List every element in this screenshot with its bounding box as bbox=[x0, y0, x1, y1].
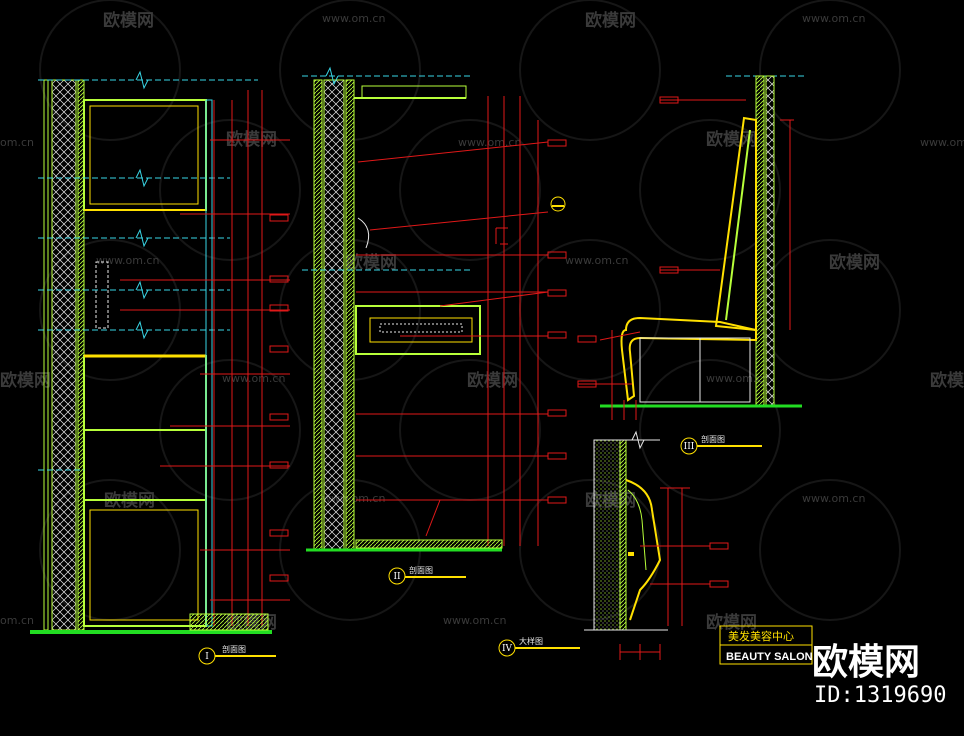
cabinet-upper-inner bbox=[89, 105, 199, 205]
break-mark bbox=[325, 66, 339, 86]
watermark-url: www.om.cn bbox=[802, 12, 865, 25]
cabinet-box-inner bbox=[369, 317, 473, 343]
wall-finish bbox=[619, 439, 627, 631]
watermark-brand: 欧模网 bbox=[829, 252, 880, 273]
watermark-brand: 欧模网 bbox=[706, 612, 757, 633]
sofa-base-right bbox=[699, 337, 751, 403]
wall-outer-line bbox=[43, 79, 49, 631]
brand-id: ID:1319690 bbox=[814, 683, 946, 708]
wall-hatch bbox=[755, 75, 765, 407]
watermark-url: www.om.cn bbox=[458, 136, 521, 149]
section-3-drawing: III 剖面图 bbox=[577, 75, 806, 455]
watermark-brand: 欧模网 bbox=[585, 10, 636, 31]
title-block-name-en: BEAUTY SALON bbox=[726, 651, 813, 663]
cabinet-lower-inner bbox=[89, 509, 199, 621]
watermark-circle bbox=[519, 0, 661, 141]
fixing-block bbox=[628, 552, 634, 556]
watermark-circle bbox=[399, 119, 541, 261]
ceiling-box bbox=[361, 85, 467, 99]
section-2-caption: 剖面图 bbox=[409, 565, 433, 575]
watermark-circle bbox=[39, 0, 181, 141]
title-block: 美发美容中心 BEAUTY SALON bbox=[719, 625, 813, 665]
section-4-drawing: IV 大样图 bbox=[498, 430, 729, 660]
section-4-numeral: IV bbox=[502, 644, 513, 654]
moulding-profile-inner bbox=[627, 489, 647, 571]
wall-hatch bbox=[51, 79, 77, 631]
watermark-url: www.om.cn bbox=[565, 254, 628, 267]
dimension-lines bbox=[356, 96, 567, 546]
dimension-lines bbox=[120, 90, 290, 626]
cyan-grid-lines bbox=[302, 75, 470, 271]
watermark-circle bbox=[159, 119, 301, 261]
wall-dotted bbox=[593, 439, 621, 631]
watermark-brand: 欧模网 bbox=[103, 10, 154, 31]
sofa-backrest bbox=[714, 116, 757, 332]
watermark-url: www.om.cn bbox=[222, 372, 285, 385]
watermark-url: www.om.cn bbox=[443, 614, 506, 627]
watermark-url: www.om.cn bbox=[322, 12, 385, 25]
watermark-url: www.om.cn bbox=[96, 254, 159, 267]
mirror-strip bbox=[95, 261, 109, 329]
base-hatch bbox=[189, 613, 269, 631]
section-1-drawing: I 剖面图 bbox=[30, 70, 290, 665]
watermark-layer: 欧模网 www.om.cn 欧模网 www.om.cn om.cn 欧模网 ww… bbox=[0, 10, 964, 633]
section-2-numeral: II bbox=[393, 572, 401, 582]
cabinet-lower-3 bbox=[83, 499, 207, 627]
section-1-numeral: I bbox=[205, 652, 209, 662]
cabinet-lower-1 bbox=[83, 355, 207, 431]
junction-arc bbox=[357, 217, 370, 249]
title-block-name-cn: 美发美容中心 bbox=[728, 629, 794, 643]
detail-ref-circle bbox=[550, 196, 566, 212]
watermark-brand: 欧模网 bbox=[346, 252, 397, 273]
watermark-circle bbox=[759, 0, 901, 141]
watermark-url: www.om.cn bbox=[706, 372, 769, 385]
watermark-brand: 欧模网 bbox=[0, 370, 51, 391]
section-1-caption: 剖面图 bbox=[222, 644, 246, 654]
cabinet-drawer bbox=[379, 323, 463, 333]
watermark-brand: 欧模网 bbox=[930, 370, 964, 391]
section-4-caption: 大样图 bbox=[519, 636, 543, 646]
watermark-brand: 欧模网 bbox=[467, 370, 518, 391]
section-3-numeral: III bbox=[684, 442, 695, 452]
moulding-profile bbox=[625, 479, 662, 621]
watermark-url: www.om.cn bbox=[920, 136, 964, 149]
wall-finish bbox=[345, 79, 355, 551]
watermark-circle bbox=[639, 119, 781, 261]
watermark-url: om.cn bbox=[0, 136, 34, 149]
sofa-seat bbox=[620, 316, 757, 402]
watermark-circle bbox=[639, 359, 781, 501]
floor-hatch bbox=[355, 539, 503, 549]
wall-core bbox=[765, 75, 775, 407]
dimension-lines bbox=[577, 96, 794, 420]
watermark-url: www.om.cn bbox=[802, 492, 865, 505]
section-2-drawing: II 剖面图 bbox=[302, 66, 567, 585]
wall-core bbox=[323, 79, 345, 551]
watermark-brand: 欧模网 bbox=[706, 129, 757, 150]
watermark-circle bbox=[519, 479, 661, 621]
brand-logo-text: 欧模网 bbox=[812, 642, 920, 683]
break-marks bbox=[135, 70, 149, 340]
dimension-lines bbox=[619, 487, 729, 660]
sofa-backrest-inner bbox=[725, 129, 751, 321]
cabinet-box bbox=[355, 305, 481, 355]
watermark-url: om.cn bbox=[0, 614, 34, 627]
watermark-circle bbox=[759, 479, 901, 621]
section-3-caption: 剖面图 bbox=[701, 434, 725, 444]
cabinet-upper bbox=[83, 99, 207, 211]
wall-hatch bbox=[313, 79, 323, 551]
